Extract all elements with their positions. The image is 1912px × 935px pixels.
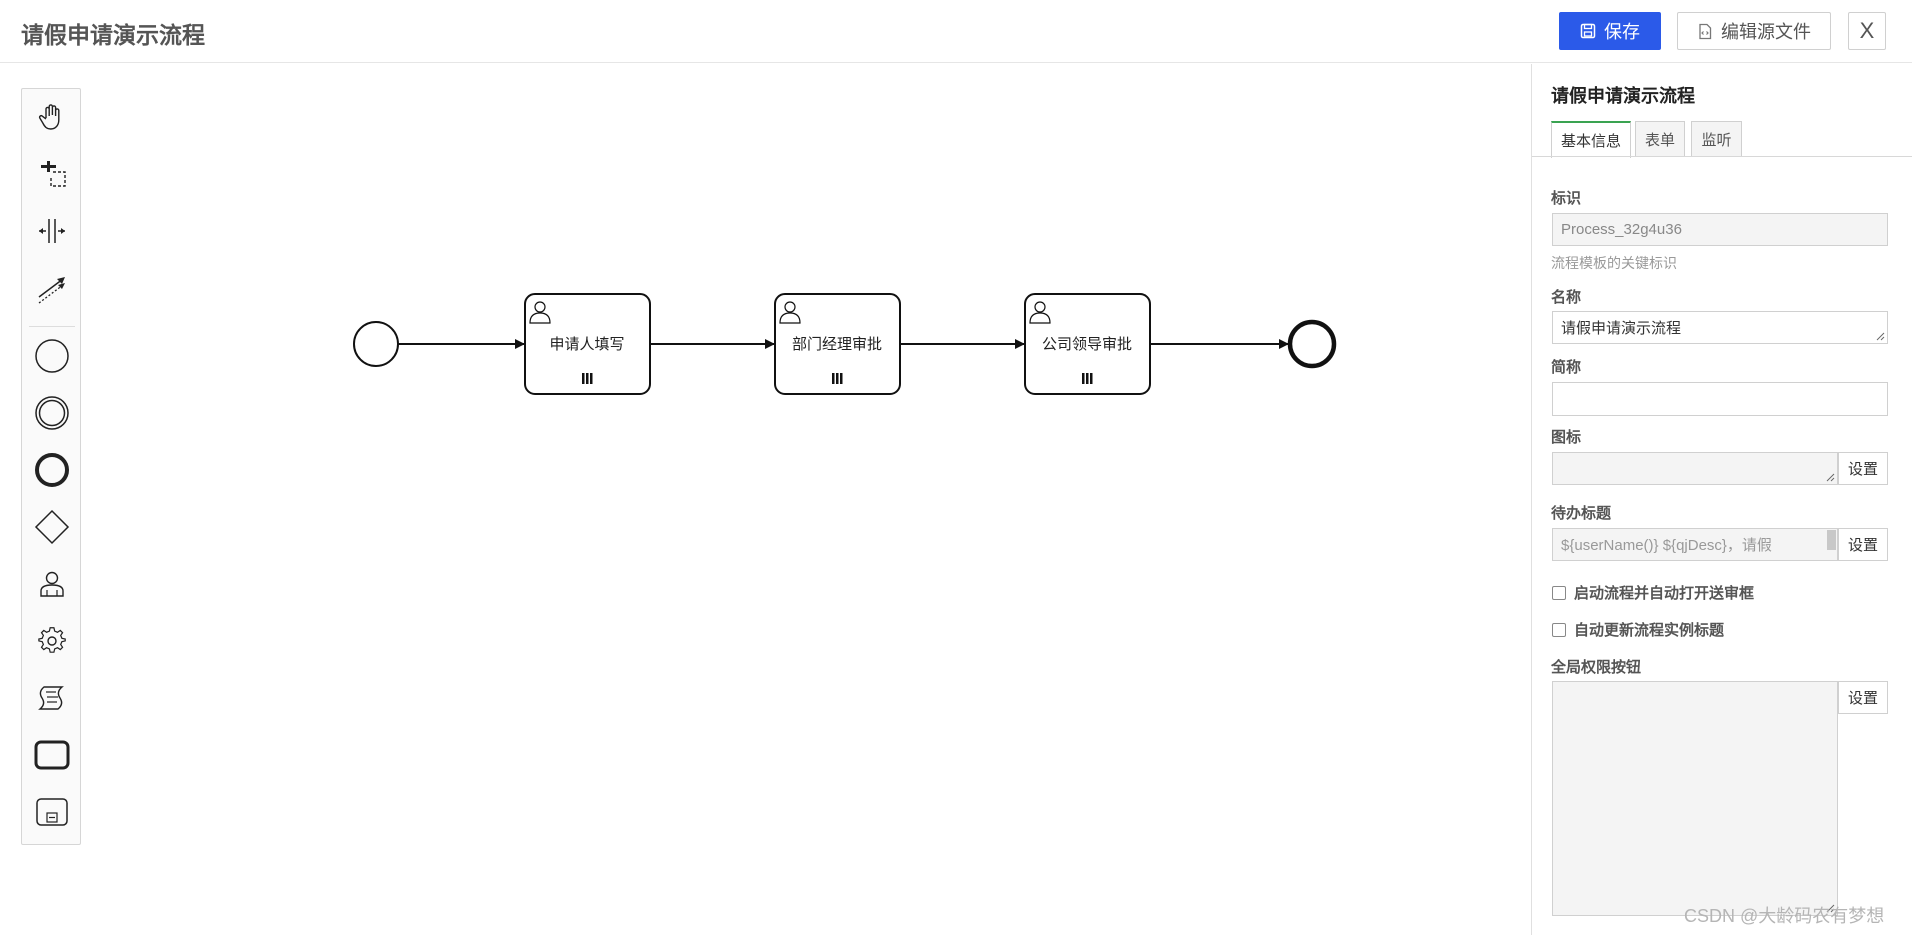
id-hint: 流程模板的关键标识 [1551, 255, 1677, 271]
header-bar: 请假申请演示流程 保存 编辑源文件 X [0, 0, 1912, 63]
multi-instance-marker [1082, 373, 1093, 384]
short-name-field[interactable] [1552, 382, 1888, 416]
task-label: 申请人填写 [549, 336, 624, 353]
id-field: Process_32g4u36 [1552, 213, 1888, 246]
scrollbar[interactable] [1827, 530, 1836, 550]
end-event-icon[interactable] [31, 449, 73, 491]
space-tool-icon[interactable] [31, 210, 73, 252]
tab-listener[interactable]: 监听 [1691, 121, 1742, 157]
gateway-icon[interactable] [31, 506, 73, 548]
task-icon[interactable] [31, 734, 73, 776]
diagram-canvas[interactable] [0, 64, 1531, 935]
script-task-icon[interactable] [31, 677, 73, 719]
global-permissions-label: 全局权限按钮 [1551, 659, 1642, 676]
auto-open-checkbox-row[interactable]: 启动流程并自动打开送审框 [1552, 582, 1754, 603]
task-label: 公司领导审批 [1042, 336, 1132, 353]
global-permissions-set-button[interactable]: 设置 [1838, 681, 1888, 714]
todo-title-set-button[interactable]: 设置 [1838, 528, 1888, 561]
tab-label: 表单 [1644, 132, 1675, 149]
user-icon [529, 301, 551, 324]
user-task-icon[interactable] [31, 563, 73, 605]
palette-separator [29, 326, 75, 327]
watermark: CSDN @大龄码农有梦想 [1684, 906, 1885, 926]
auto-update-title-checkbox[interactable] [1552, 622, 1566, 637]
hand-tool-icon[interactable] [31, 96, 73, 138]
start-event[interactable] [353, 321, 399, 367]
page-title: 请假申请演示流程 [21, 22, 205, 48]
tab-form[interactable]: 表单 [1635, 121, 1685, 157]
subprocess-icon[interactable] [31, 791, 73, 833]
auto-open-checkbox[interactable] [1552, 585, 1566, 600]
auto-update-title-checkbox-row[interactable]: 自动更新流程实例标题 [1552, 619, 1724, 640]
tab-basic-info[interactable]: 基本信息 [1551, 121, 1631, 158]
set-label: 设置 [1847, 461, 1878, 478]
todo-title-label: 待办标题 [1551, 505, 1612, 522]
start-event-icon[interactable] [31, 335, 73, 377]
save-button[interactable]: 保存 [1559, 12, 1661, 50]
file-code-icon [1697, 23, 1713, 40]
set-label: 设置 [1847, 690, 1878, 707]
user-icon [1029, 301, 1051, 324]
save-label: 保存 [1604, 22, 1640, 42]
connect-tool-icon[interactable] [31, 267, 73, 309]
checkbox-label: 启动流程并自动打开送审框 [1574, 585, 1755, 602]
task-label: 部门经理审批 [792, 336, 882, 353]
tabs-divider [1532, 156, 1912, 157]
edit-source-label: 编辑源文件 [1721, 22, 1811, 42]
tab-label: 监听 [1701, 132, 1732, 149]
set-label: 设置 [1847, 537, 1878, 554]
end-event[interactable] [1287, 319, 1337, 369]
save-icon [1580, 23, 1596, 39]
bpmn-diagram: 申请人填写 部门经理审批 公司领导审批 [353, 293, 1337, 395]
todo-title-field: ${userName()} ${qjDesc}，请假 [1552, 528, 1838, 561]
id-value: Process_32g4u36 [1561, 221, 1682, 238]
multi-instance-marker [582, 373, 593, 384]
tab-label: 基本信息 [1560, 133, 1621, 150]
panel-title: 请假申请演示流程 [1551, 86, 1695, 106]
checkbox-label: 自动更新流程实例标题 [1574, 622, 1725, 639]
name-field[interactable]: 请假申请演示流程 [1552, 311, 1888, 344]
resize-handle-icon [1826, 473, 1835, 482]
user-icon [779, 301, 801, 324]
resize-handle-icon [1876, 332, 1885, 341]
tool-palette [21, 88, 81, 845]
todo-title-value: ${userName()} ${qjDesc}，请假 [1561, 537, 1772, 554]
icon-field [1552, 452, 1838, 485]
properties-panel: 请假申请演示流程 基本信息 表单 监听 标识 Process_32g4u36 流… [1531, 64, 1912, 935]
user-task[interactable]: 公司领导审批 [1024, 293, 1151, 395]
service-task-icon[interactable] [31, 620, 73, 662]
close-button[interactable]: X [1848, 12, 1886, 50]
icon-label: 图标 [1551, 429, 1582, 446]
edit-source-button[interactable]: 编辑源文件 [1677, 12, 1831, 50]
name-value: 请假申请演示流程 [1561, 320, 1682, 337]
id-label: 标识 [1551, 190, 1582, 207]
global-permissions-field [1552, 681, 1838, 916]
close-icon: X [1859, 18, 1875, 43]
multi-instance-marker [832, 373, 843, 384]
lasso-tool-icon[interactable] [31, 153, 73, 195]
name-label: 名称 [1551, 289, 1582, 306]
user-task[interactable]: 部门经理审批 [774, 293, 901, 395]
short-name-label: 简称 [1551, 359, 1582, 376]
user-task[interactable]: 申请人填写 [524, 293, 651, 395]
intermediate-event-icon[interactable] [31, 392, 73, 434]
resize-handle-icon [1826, 904, 1835, 913]
icon-set-button[interactable]: 设置 [1838, 452, 1888, 485]
